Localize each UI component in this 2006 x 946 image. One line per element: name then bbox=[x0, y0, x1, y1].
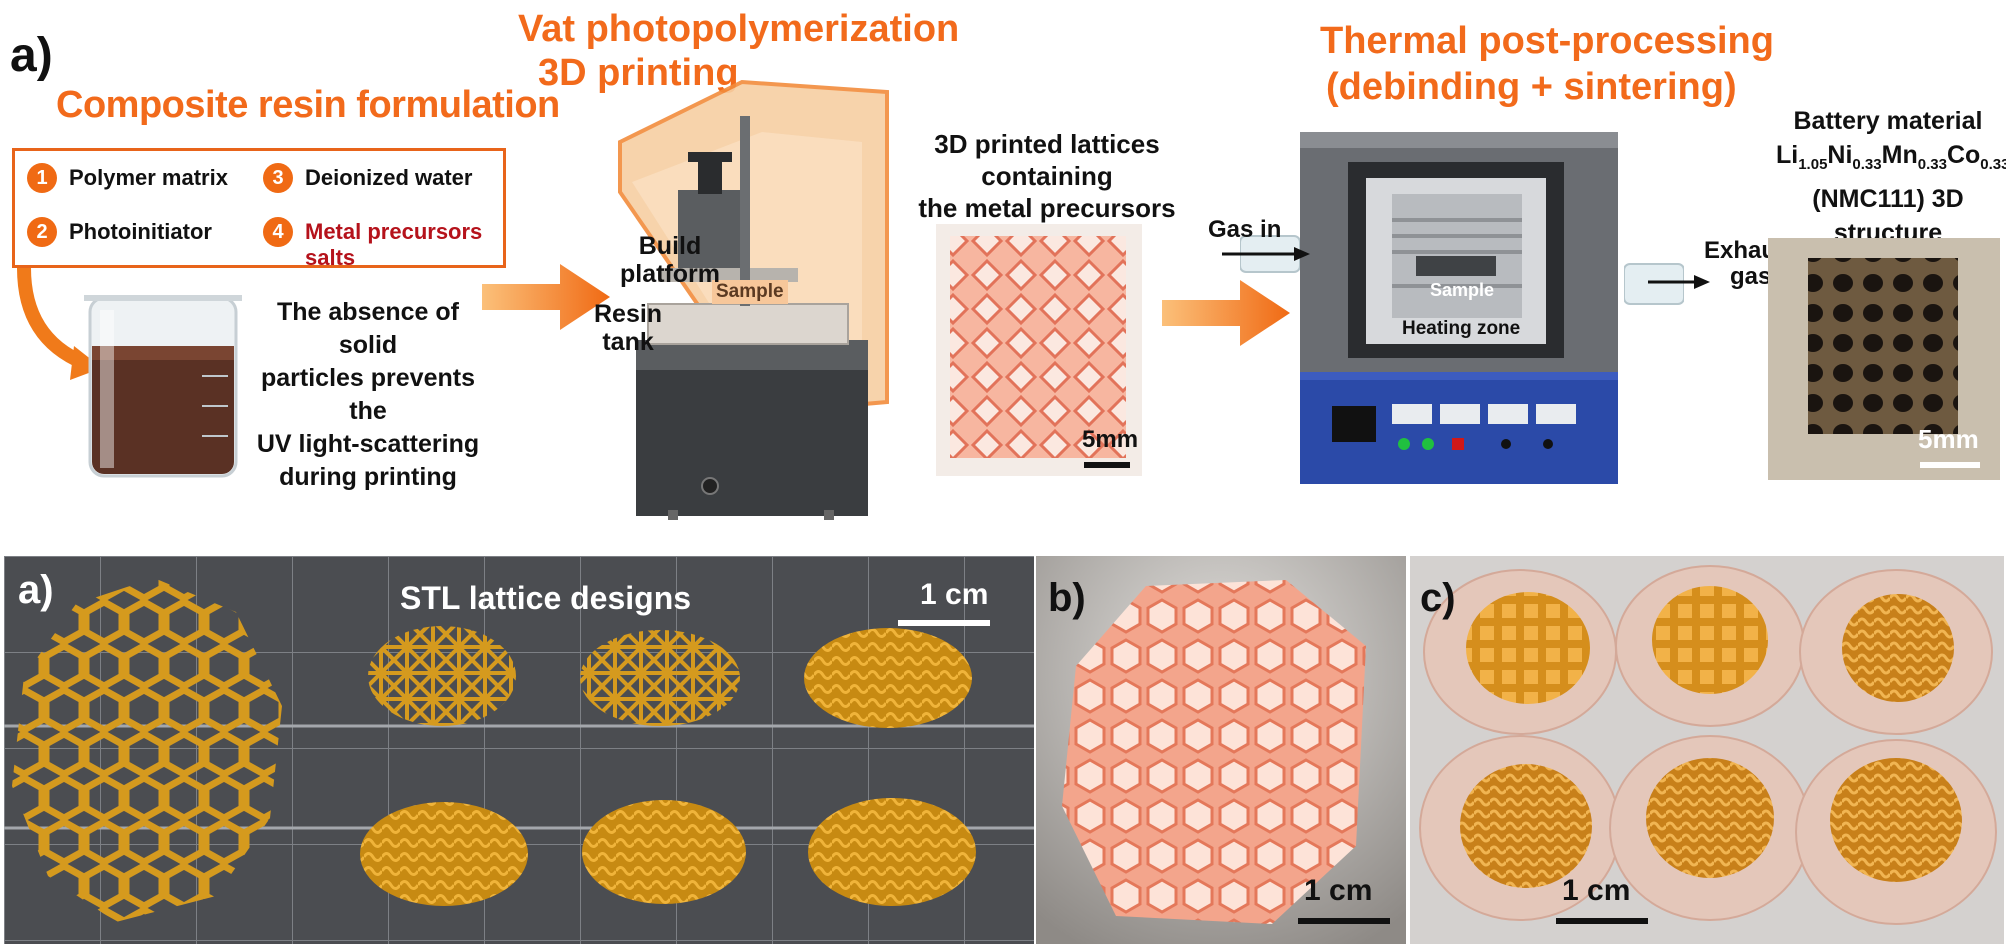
label-line: gas bbox=[1730, 263, 1772, 290]
scale-bar bbox=[1298, 918, 1390, 924]
stl-panel-label: a) bbox=[18, 568, 54, 612]
formula-element: Co bbox=[1946, 141, 1981, 169]
formula-element: Li bbox=[1776, 141, 1799, 169]
scale-bar bbox=[1556, 918, 1648, 924]
panel-a-label: a) bbox=[10, 29, 53, 82]
battery-photo: 5mm bbox=[1768, 238, 2000, 480]
sample-label: Sample bbox=[712, 280, 788, 304]
note-line: UV light-scattering bbox=[256, 430, 480, 458]
stl-grid bbox=[4, 556, 1034, 944]
label-line: platform bbox=[620, 260, 720, 288]
formula-element: Mn bbox=[1881, 141, 1918, 169]
furnace-sample-label: Sample bbox=[1430, 280, 1495, 300]
item-number: 2 bbox=[27, 217, 57, 247]
component-label: Deionized water bbox=[305, 165, 473, 190]
gas-in-label: Gas in bbox=[1208, 216, 1282, 243]
sintered-lattice-pattern bbox=[1768, 238, 2000, 480]
formula-subscript: 0.33 bbox=[1852, 156, 1882, 173]
label-line: Build bbox=[638, 232, 702, 260]
arrow-icon bbox=[1648, 275, 1710, 289]
lattice-photo: 5mm bbox=[936, 224, 1142, 476]
label-line: tank bbox=[602, 328, 654, 356]
battery-caption: Battery material Li1.05Ni0.33Mn0.33Co0.3… bbox=[1776, 104, 2006, 250]
arrow-icon bbox=[1222, 247, 1310, 261]
component-label: Photoinitiator bbox=[69, 219, 212, 244]
printed-lattice-pattern bbox=[1036, 556, 1406, 944]
printer-illustration bbox=[618, 79, 889, 520]
lattice-caption: 3D printed lattices containing the metal… bbox=[904, 128, 1190, 224]
thermal-title: Thermal post-processing bbox=[1320, 20, 1774, 62]
printed-discs-photo-panel: c) 1 cm bbox=[1410, 556, 2004, 944]
lattice-pattern bbox=[950, 236, 1126, 458]
build-platform-label: Build platform bbox=[620, 232, 720, 288]
formula-subscript: 1.05 bbox=[1798, 156, 1828, 173]
thermal-title-2: (debinding + sintering) bbox=[1326, 66, 1737, 108]
scale-bar bbox=[1920, 462, 1980, 468]
note-line: particles prevents the bbox=[261, 364, 475, 425]
formula: Li1.05Ni0.33Mn0.33Co0.33O2 bbox=[1776, 138, 2006, 182]
printing-title: Vat photopolymerization bbox=[518, 8, 960, 50]
caption-line: the metal precursors bbox=[918, 193, 1176, 223]
scale-bar bbox=[898, 620, 990, 626]
note-line: The absence of solid bbox=[277, 298, 459, 359]
printed-discs-pattern bbox=[1419, 565, 1997, 925]
photo-panel-label: b) bbox=[1048, 576, 1086, 620]
item-number: 3 bbox=[263, 163, 293, 193]
stl-panel-title: STL lattice designs bbox=[400, 580, 692, 616]
stl-designs-panel: a) STL lattice designs 1 cm bbox=[4, 556, 1034, 944]
formula-subscript: 0.33 bbox=[1980, 156, 2006, 173]
gas-outlet-tube bbox=[1624, 263, 1684, 305]
formula-subscript: 0.33 bbox=[1917, 156, 1947, 173]
note-line: during printing bbox=[279, 463, 457, 491]
scale-label: 5mm bbox=[1918, 424, 1979, 454]
scale-label: 1 cm bbox=[920, 578, 989, 611]
scale-label: 1 cm bbox=[1304, 874, 1373, 907]
arrow-right-icon bbox=[1162, 280, 1290, 346]
resin-note: The absence of solid particles prevents … bbox=[254, 296, 482, 494]
scale-label: 1 cm bbox=[1562, 874, 1631, 907]
discs-panel-label: c) bbox=[1420, 576, 1456, 620]
printed-lattice-photo-panel: b) 1 cm bbox=[1036, 556, 1406, 944]
component-label: Metal precursors salts bbox=[305, 219, 483, 270]
arrow-right-icon bbox=[482, 264, 610, 330]
formula-element: Ni bbox=[1827, 141, 1853, 169]
component-label: Polymer matrix bbox=[69, 165, 228, 190]
resin-tank-label: Resin tank bbox=[594, 300, 662, 356]
curved-arrow-icon bbox=[17, 268, 102, 380]
beaker-icon bbox=[84, 295, 242, 478]
caption-line: Battery material bbox=[1793, 107, 1983, 135]
scale-label: 5mm bbox=[1082, 426, 1139, 453]
heating-zone-label: Heating zone bbox=[1402, 318, 1521, 339]
resin-title: Composite resin formulation bbox=[56, 84, 560, 126]
scale-bar bbox=[1084, 462, 1130, 468]
item-number: 1 bbox=[27, 163, 57, 193]
resin-components-box: 1 Polymer matrix 2 Photoinitiator 3 Deio… bbox=[12, 148, 506, 270]
caption-line: 3D printed lattices containing bbox=[934, 129, 1160, 191]
furnace-illustration bbox=[1300, 132, 1618, 484]
item-number: 4 bbox=[263, 217, 293, 247]
label-line: Resin bbox=[594, 300, 663, 328]
printing-title-2: 3D printing bbox=[538, 52, 739, 94]
